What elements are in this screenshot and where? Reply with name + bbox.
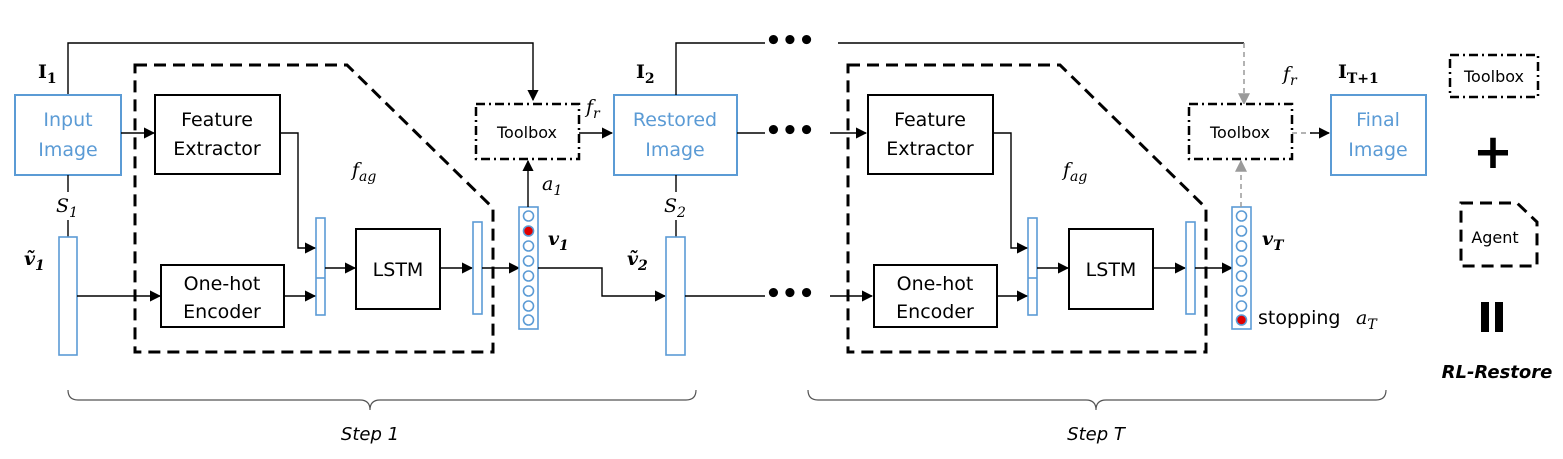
input-image-label-2: Image [38, 139, 98, 161]
math-S1: S1 [56, 195, 78, 221]
math-fr-step1: fr [584, 96, 601, 122]
feature-extractor-label-1: Feature [181, 109, 253, 131]
state-vector-2 [665, 236, 686, 356]
ellipsis-bottom: ••• [765, 279, 815, 309]
feature-extractor-box-step1 [154, 94, 281, 175]
feature-extractor-label-2: Extractor [173, 138, 261, 160]
math-S2: S2 [664, 195, 686, 221]
onehot-encoder-box-stepT [873, 264, 998, 328]
arrow-fe-to-concat [280, 132, 317, 254]
ellipsis-top: ••• [765, 26, 815, 56]
legend-agent-label: Agent [1471, 228, 1518, 247]
math-a1: a1 [542, 173, 562, 199]
legend-equals-icon [1481, 302, 1503, 332]
skip-line-step1 [67, 42, 539, 102]
step1-label: Step 1 [341, 424, 399, 445]
lstm-label-step1: LSTM [373, 259, 424, 281]
legend-plus: + [1473, 124, 1513, 180]
input-image-label-1: Input [43, 109, 92, 131]
state-vector-1 [58, 236, 78, 356]
legend-agent-box [1459, 201, 1539, 268]
math-v1: v1 [548, 228, 569, 254]
toolbox-label-step1: Toolbox [496, 123, 557, 142]
input-image-box [14, 94, 122, 176]
onehot-encoder-label-T2: Encoder [896, 301, 974, 323]
onehot-encoder-label-T1: One-hot [897, 273, 974, 295]
stepT-label: Step T [1067, 424, 1127, 445]
final-image-box [1330, 94, 1427, 176]
onehot-encoder-label-2: Encoder [183, 301, 261, 323]
arrow-fe-to-concat-T [993, 132, 1029, 254]
rl-restore-label: RL-Restore [1442, 362, 1553, 383]
math-IT1: IT+1 [1338, 61, 1379, 87]
output-bar-step1 [472, 221, 483, 315]
restored-image-label-2: Image [645, 139, 705, 161]
concat-bar-step1 [315, 217, 326, 316]
lstm-box-stepT [1068, 228, 1154, 310]
legend-toolbox-box [1448, 53, 1540, 99]
onehot-encoder-box-step1 [160, 264, 285, 328]
math-vtilde1: ṽ1 [24, 248, 45, 274]
math-vtilde2: ṽ2 [627, 248, 648, 274]
brace-stepT [807, 389, 1387, 411]
final-image-label-1: Final [1356, 109, 1400, 131]
agent-region-step1 [133, 63, 495, 354]
toolbox-box-stepT [1187, 102, 1294, 161]
math-fag-stepT: fag [1061, 159, 1087, 185]
feature-extractor-label-T2: Extractor [886, 138, 974, 160]
action-dots-T [1235, 210, 1248, 326]
toolbox-box-step1 [474, 102, 581, 161]
math-fr-stepT: fr [1281, 63, 1298, 89]
action-dots-1 [522, 210, 535, 326]
ellipsis-mid: ••• [765, 116, 815, 146]
lstm-box-step1 [355, 228, 441, 310]
stopping-label: stopping [1258, 307, 1340, 329]
agent-region-stepT [846, 63, 1208, 354]
math-I2: I2 [636, 61, 655, 87]
skip-line-step2 [675, 42, 765, 95]
feature-extractor-label-T1: Feature [894, 109, 966, 131]
math-I1: I1 [38, 61, 57, 87]
output-bar-stepT [1185, 221, 1196, 315]
math-vT: vT [1262, 228, 1285, 254]
math-aT: aT [1356, 307, 1378, 333]
lstm-label-stepT: LSTM [1086, 259, 1137, 281]
legend-toolbox-label: Toolbox [1463, 67, 1524, 86]
restored-image-label-1: Restored [633, 109, 717, 131]
concat-bar-stepT [1027, 217, 1038, 316]
toolbox-label-stepT: Toolbox [1209, 123, 1270, 142]
feature-extractor-box-stepT [867, 94, 994, 175]
math-fag-step1: fag [350, 159, 376, 185]
restored-image-box [613, 94, 738, 176]
onehot-encoder-label-1: One-hot [184, 273, 261, 295]
final-image-label-2: Image [1348, 139, 1408, 161]
arrow-v1-to-v2 [538, 267, 667, 302]
brace-step1 [67, 389, 697, 411]
